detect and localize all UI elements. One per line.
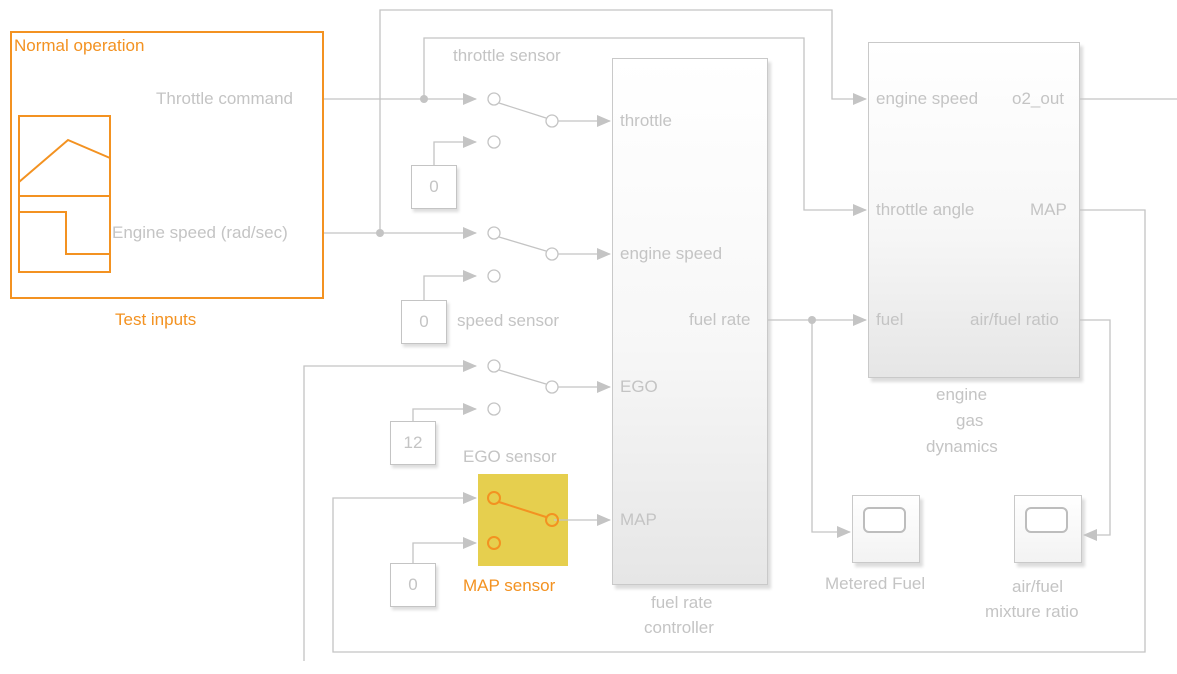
air-fuel-label-line2: mixture ratio (985, 602, 1079, 621)
controller-port-engine-speed: engine speed (620, 244, 723, 263)
throttle-switch-icon (487, 92, 559, 149)
engine-port-engine-speed: engine speed (876, 89, 979, 108)
engine-gas-dynamics-block[interactable] (868, 42, 1080, 378)
controller-name-line1: fuel rate (651, 593, 713, 612)
junction-dot (808, 316, 816, 324)
wire-const-map (412, 537, 477, 563)
engine-port-map: MAP (1030, 200, 1067, 219)
air-fuel-scope[interactable] (1014, 495, 1082, 563)
wire-throttle-branch (423, 37, 867, 216)
throttle-sensor-label: throttle sensor (453, 46, 561, 65)
wire-map-feedback (332, 209, 1146, 653)
engine-name-line2: gas (956, 411, 984, 430)
junction-dot (376, 229, 384, 237)
scope-screen-icon (1025, 507, 1068, 533)
wire-engine-speed-branch (379, 9, 867, 233)
junction-dot (420, 95, 428, 103)
signal-builder-icon (18, 115, 111, 273)
constant-block-throttle[interactable]: 0 (411, 165, 457, 209)
constant-block-map[interactable]: 0 (390, 563, 436, 607)
fuel-rate-controller-block[interactable] (612, 58, 768, 585)
port-throttle-command: Throttle command (156, 89, 293, 108)
engine-port-o2-out: o2_out (1012, 89, 1064, 108)
test-inputs-subsystem[interactable] (10, 31, 324, 299)
wire-const-ego (412, 403, 477, 421)
controller-name-line2: controller (644, 618, 714, 637)
ego-sensor-label: EGO sensor (463, 447, 557, 466)
engine-port-air-fuel: air/fuel ratio (970, 310, 1059, 329)
controller-port-fuel-rate: fuel rate (689, 310, 751, 329)
controller-port-map: MAP (620, 510, 657, 529)
speed-sensor-label: speed sensor (457, 311, 560, 330)
controller-port-ego: EGO (620, 377, 658, 396)
wire-af-ratio (1080, 319, 1111, 541)
wire-ego-feedback (303, 360, 477, 661)
speed-switch-icon (487, 226, 559, 283)
ego-switch-icon (487, 359, 559, 416)
wire-fuel-rate-scope (811, 320, 851, 538)
metered-fuel-scope[interactable] (852, 495, 920, 563)
controller-port-throttle: throttle (620, 111, 672, 130)
engine-name-line1: engine (936, 385, 988, 404)
subsystem-name: Test inputs (115, 310, 197, 329)
port-engine-speed-rad: Engine speed (rad/sec) (112, 223, 288, 242)
wire-const-throttle (433, 136, 477, 165)
map-switch-highlight (478, 474, 568, 566)
scope-screen-icon (863, 507, 906, 533)
constant-block-speed[interactable]: 0 (401, 300, 447, 344)
engine-port-fuel: fuel (876, 310, 904, 329)
air-fuel-label-line1: air/fuel (1012, 577, 1064, 596)
wire-const-speed (423, 270, 477, 300)
map-switch-icon (487, 491, 559, 550)
subsystem-title: Normal operation (14, 36, 145, 55)
map-sensor-label: MAP sensor (463, 576, 556, 595)
constant-block-ego[interactable]: 12 (390, 421, 436, 465)
engine-name-line3: dynamics (926, 437, 998, 456)
engine-port-throttle-angle: throttle angle (876, 200, 975, 219)
metered-fuel-label: Metered Fuel (825, 574, 926, 593)
